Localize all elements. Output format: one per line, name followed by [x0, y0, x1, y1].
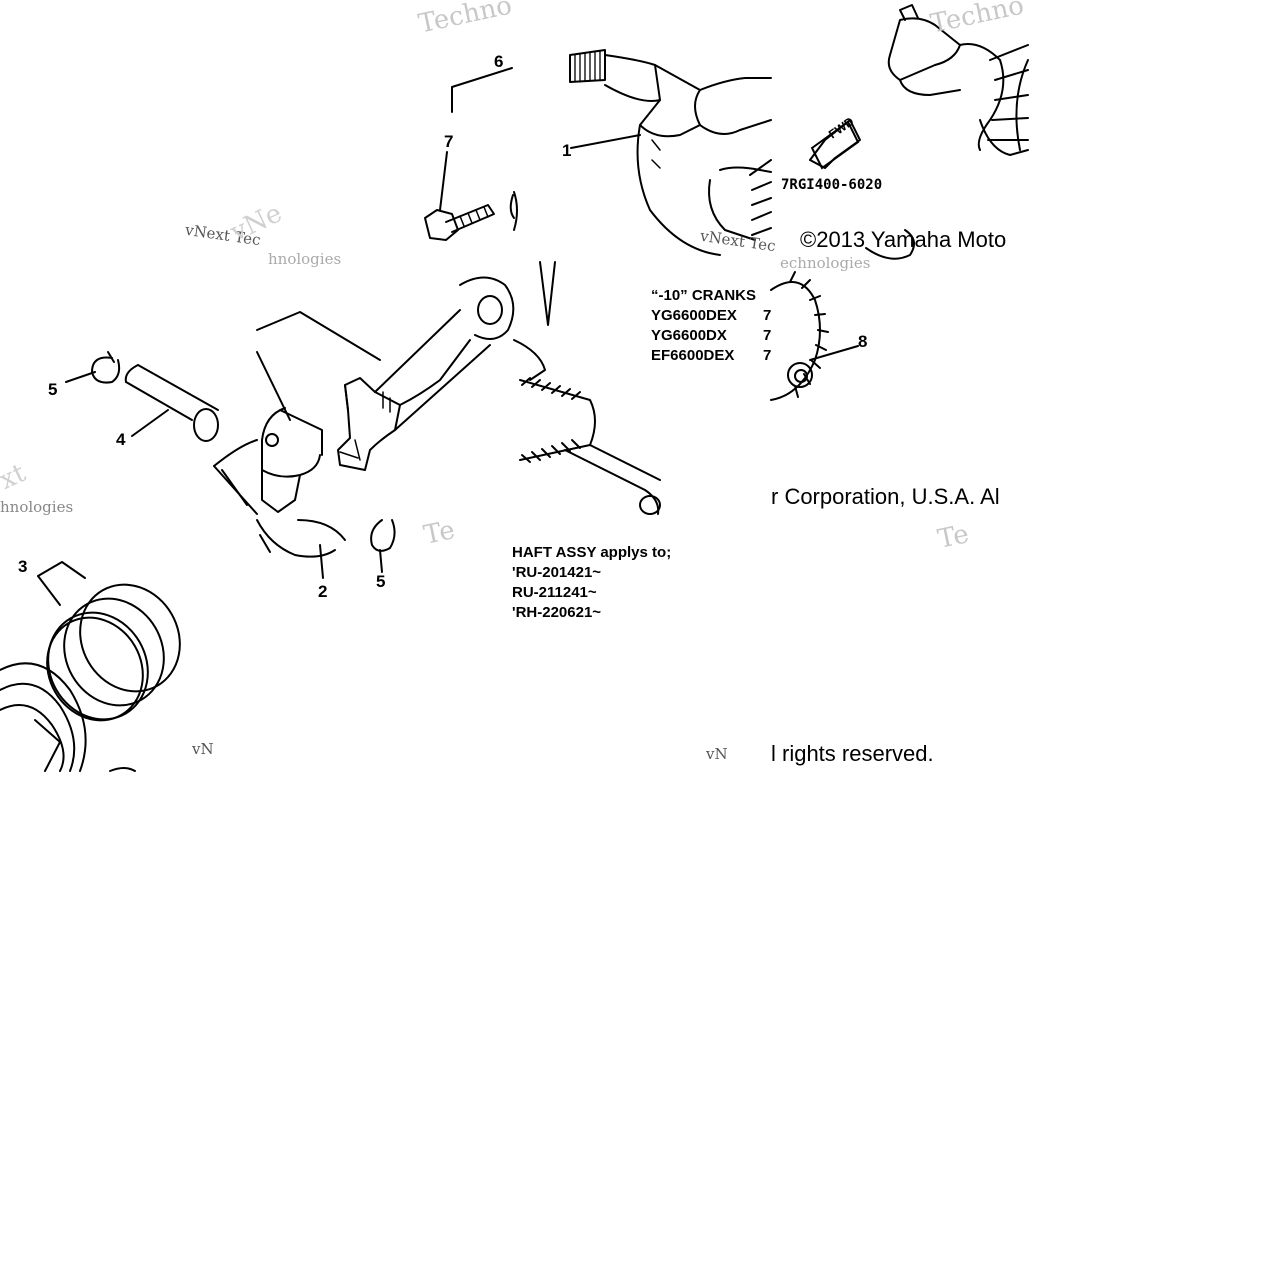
drawing-code: 7RGI400-6020 — [781, 177, 883, 193]
copyright-line-3: l rights reserved. — [771, 741, 934, 766]
callout-7: 7 — [444, 132, 454, 151]
callout-5-left: 5 — [48, 380, 58, 399]
callout-3: 3 — [18, 557, 28, 576]
watermark-logo-5: hnologies — [0, 498, 74, 516]
crankshaft-part-1 — [513, 49, 772, 256]
callout-5-right: 5 — [376, 572, 386, 591]
copyright-line-2: r Corporation, U.S.A. Al — [771, 484, 1000, 509]
connecting-rod-part-2 — [256, 276, 515, 513]
crankshaft-gear-lower — [513, 261, 661, 515]
watermark-large-3: Te — [421, 515, 458, 551]
watermark-logo-2: echnologies — [780, 254, 871, 272]
copyright-line-1: ©2013 Yamaha Moto — [800, 227, 1007, 252]
callout-8: 8 — [858, 332, 868, 351]
bolt-part-7 — [424, 67, 515, 241]
watermark-large-4: Te — [935, 519, 972, 555]
applicability-serials: HAFT ASSY applys to; 'RU-201421~ RU-2112… — [512, 543, 671, 623]
balancer-gear-top — [809, 4, 1029, 260]
callout-4: 4 — [116, 430, 126, 449]
serial-row-3: 'RH-220621~ — [512, 604, 602, 621]
callout-1: 1 — [562, 141, 572, 160]
watermark-logo-1: hnologies — [268, 250, 342, 268]
watermark-small-3: vN — [192, 740, 214, 758]
snap-ring-pin-parts — [65, 351, 258, 515]
forward-arrow-icon — [810, 120, 860, 170]
connecting-rod-cap — [256, 519, 396, 579]
applicability-heading-b: HAFT ASSY applys to; — [512, 544, 672, 561]
piston-ring-set-part-3 — [0, 561, 181, 772]
serial-row-2: RU-211241~ — [512, 584, 597, 601]
watermark-small-4: vN — [706, 745, 728, 763]
applicability-heading-a: “-10” CRANKS — [651, 287, 757, 304]
callout-6: 6 — [494, 52, 504, 71]
drive-gear-part-8 — [770, 271, 859, 401]
serial-row-1: 'RU-201421~ — [512, 564, 602, 581]
callout-2: 2 — [318, 582, 328, 601]
